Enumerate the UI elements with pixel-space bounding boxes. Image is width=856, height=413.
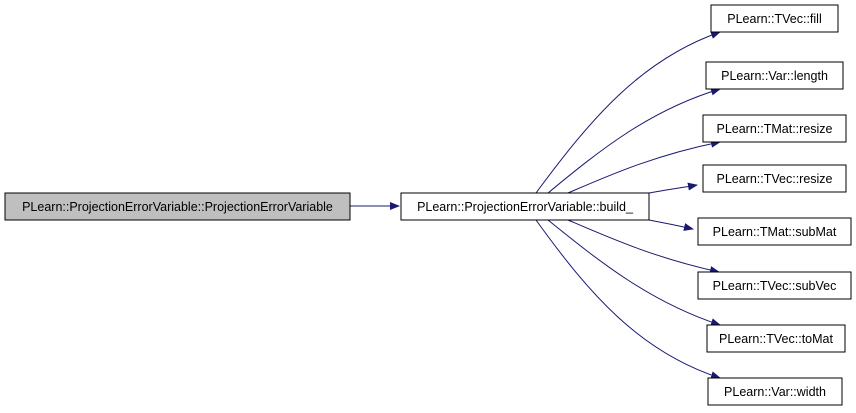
node-tvec-resize[interactable]: PLearn::TVec::resize	[702, 164, 847, 193]
node-projection-error-variable-build[interactable]: PLearn::ProjectionErrorVariable::build_	[400, 192, 650, 221]
node-label: PLearn::Var::width	[724, 385, 826, 399]
node-tvec-tomat[interactable]: PLearn::TVec::toMat	[706, 324, 846, 353]
edge-build-to-tmat-submat	[648, 219, 694, 231]
edge-build-to-var-length	[547, 87, 721, 194]
node-projection-error-variable-constructor[interactable]: PLearn::ProjectionErrorVariable::Project…	[4, 192, 351, 221]
edge-build-to-tvec-subvec	[567, 219, 720, 274]
node-label: PLearn::Var::length	[721, 69, 828, 83]
node-var-width[interactable]: PLearn::Var::width	[707, 377, 843, 406]
edge-build-to-var-width	[535, 219, 721, 380]
node-label: PLearn::TVec::fill	[727, 12, 822, 26]
node-tvec-subvec[interactable]: PLearn::TVec::subVec	[697, 271, 852, 300]
call-edges	[350, 31, 721, 380]
edge-build-to-tvec-fill	[535, 31, 721, 194]
node-label: PLearn::ProjectionErrorVariable::build_	[417, 200, 634, 214]
node-tvec-fill[interactable]: PLearn::TVec::fill	[710, 4, 839, 33]
node-label: PLearn::ProjectionErrorVariable::Project…	[22, 200, 333, 214]
node-tmat-resize[interactable]: PLearn::TMat::resize	[702, 114, 847, 143]
node-label: PLearn::TMat::resize	[716, 122, 832, 136]
node-var-length[interactable]: PLearn::Var::length	[705, 61, 844, 90]
node-label: PLearn::TMat::subMat	[713, 225, 837, 239]
node-label: PLearn::TVec::toMat	[719, 332, 833, 346]
edge-build-to-tmat-resize	[567, 139, 721, 194]
node-tmat-submat[interactable]: PLearn::TMat::subMat	[697, 217, 852, 246]
edge-build-to-tvec-tomat	[547, 219, 721, 326]
edge-build-to-tvec-resize	[648, 182, 698, 194]
node-label: PLearn::TVec::subVec	[713, 279, 837, 293]
node-label: PLearn::TVec::resize	[716, 172, 832, 186]
